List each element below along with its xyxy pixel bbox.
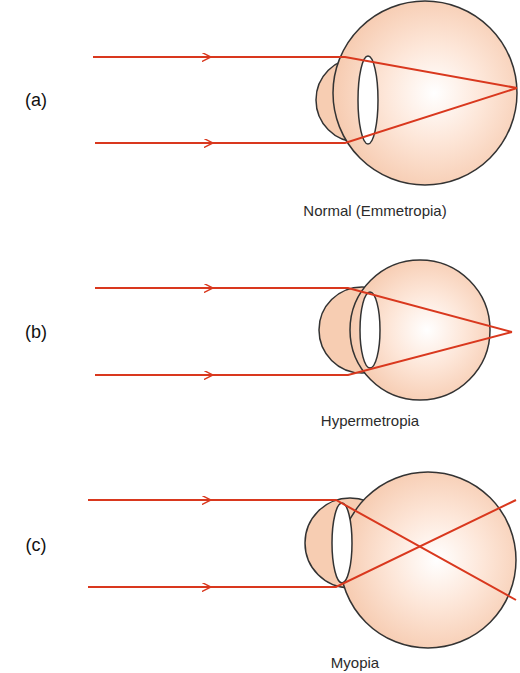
panel-letter: (b) [25,322,47,343]
panel-letter: (a) [25,90,47,111]
eyeball [340,472,516,648]
light-ray [207,332,512,375]
lens [358,56,378,144]
light-ray [88,586,210,588]
light-ray [205,500,516,600]
light-ray [205,57,517,88]
hypermetropic-eye [95,260,512,400]
condition-caption: Normal (Emmetropia) [303,202,446,219]
eyeball [333,1,517,185]
myopic-eye [88,472,516,648]
light-ray [95,287,212,289]
light-ray [207,288,512,332]
light-ray [205,500,516,587]
eyeball [350,260,490,400]
light-ray [93,56,210,58]
condition-caption: Hypermetropia [321,412,419,429]
condition-caption: Myopia [331,653,379,670]
lens [360,292,380,368]
light-ray [95,142,212,144]
panel-letter: (c) [26,535,47,556]
lens [332,503,352,583]
light-ray [207,88,517,143]
light-ray [88,499,210,501]
light-ray [95,374,212,376]
normal-eye [93,1,517,185]
